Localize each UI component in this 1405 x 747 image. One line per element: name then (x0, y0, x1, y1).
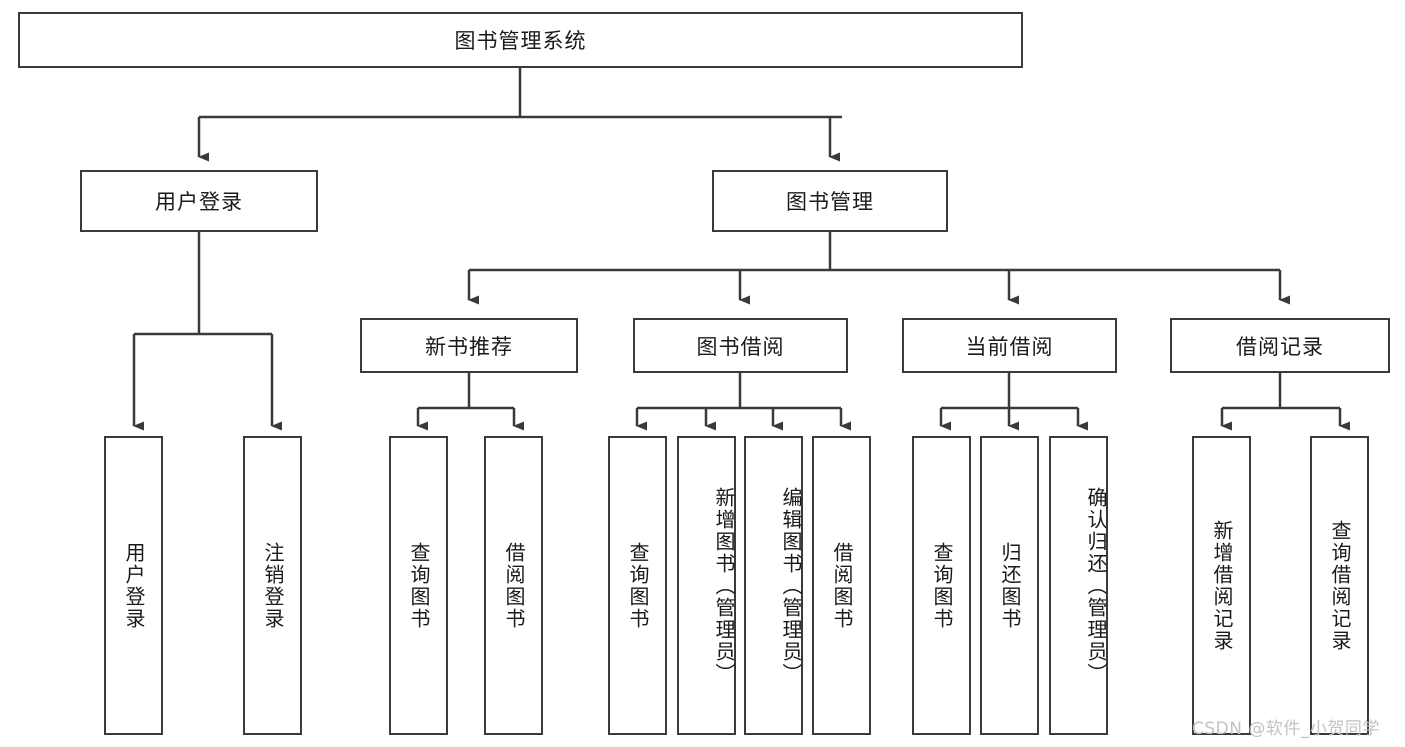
node-new-book-recommend[interactable]: 新书推荐 (360, 318, 578, 373)
node-book-borrow[interactable]: 图书借阅 (633, 318, 848, 373)
leaf-return-book[interactable]: 归还图书 (980, 436, 1039, 735)
leaf-borrow-book-2[interactable]: 借阅图书 (812, 436, 871, 735)
node-current-borrow[interactable]: 当前借阅 (902, 318, 1117, 373)
leaf-add-record[interactable]: 新增借阅记录 (1192, 436, 1251, 735)
node-user-login[interactable]: 用户登录 (80, 170, 318, 232)
leaf-edit-book[interactable]: 编辑图书（管理员） (744, 436, 803, 735)
leaf-query-book-3[interactable]: 查询图书 (912, 436, 971, 735)
node-root[interactable]: 图书管理系统 (18, 12, 1023, 68)
leaf-logout-login[interactable]: 注销登录 (243, 436, 302, 735)
leaf-confirm-return[interactable]: 确认归还（管理员） (1049, 436, 1108, 735)
leaf-user-login[interactable]: 用户登录 (104, 436, 163, 735)
leaf-add-book[interactable]: 新增图书（管理员） (677, 436, 736, 735)
node-book-manage[interactable]: 图书管理 (712, 170, 948, 232)
leaf-query-book-2[interactable]: 查询图书 (608, 436, 667, 735)
node-borrow-record[interactable]: 借阅记录 (1170, 318, 1390, 373)
csdn-watermark: CSDN @软件_小贺同学 (1192, 719, 1380, 739)
leaf-query-record[interactable]: 查询借阅记录 (1310, 436, 1369, 735)
leaf-borrow-book-1[interactable]: 借阅图书 (484, 436, 543, 735)
leaf-query-book-1[interactable]: 查询图书 (389, 436, 448, 735)
